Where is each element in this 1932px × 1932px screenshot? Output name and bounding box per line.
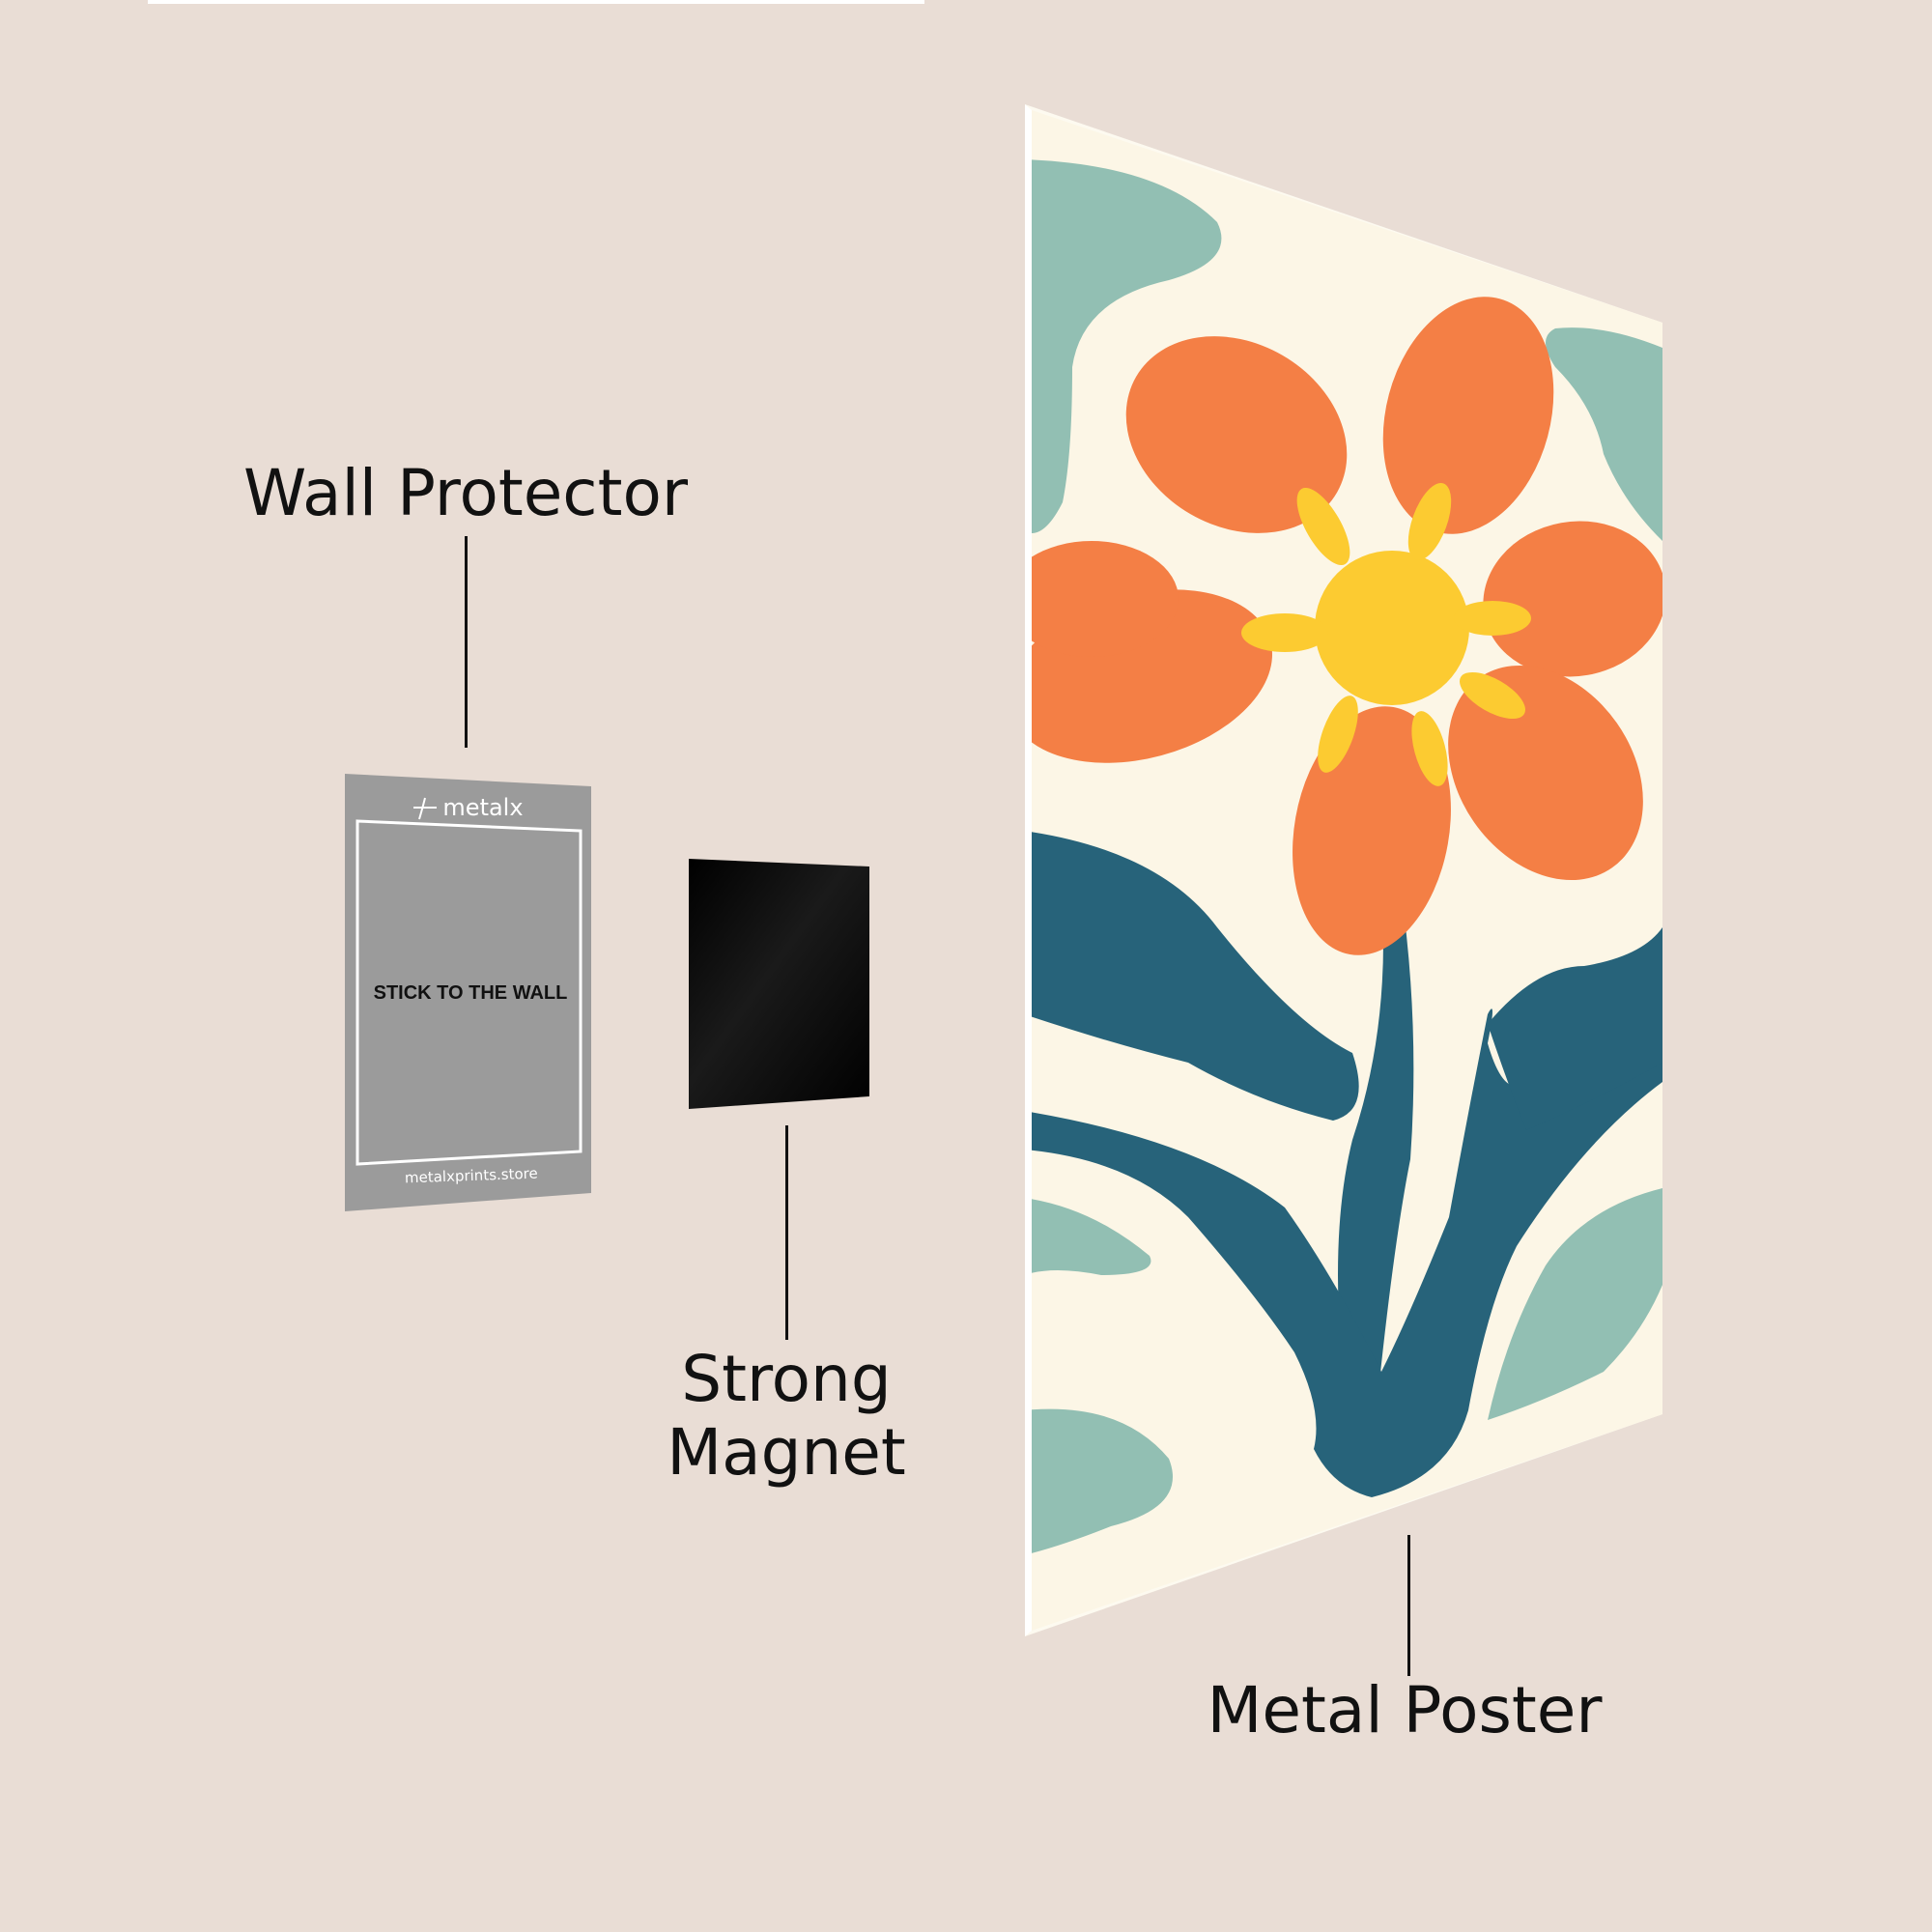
instruction-text: STICK TO THE WALL [374,982,568,1004]
strong-magnet-label: Strong Magnet [593,1343,980,1490]
metal-poster-label: Metal Poster [1207,1673,1603,1747]
strong-magnet [689,859,869,1109]
brand-logo-text: metalx [442,794,523,821]
magnet-label-line: Magnet [667,1414,906,1490]
wall-protector: metalx STICK TO THE WALL metalxprints.st… [345,774,591,1211]
metal-poster [1025,104,1662,1636]
wall-protector-label: Wall Protector [242,456,688,530]
magnet-pointer-line [785,1125,788,1340]
top-divider [148,0,924,4]
wall-protector-card [345,774,591,1211]
wall-protector-pointer-line [465,536,468,748]
metal-poster-pointer-line [1407,1535,1410,1676]
wall-protector-frame [355,819,582,1166]
website-text: metalxprints.store [405,1165,538,1187]
metalx-logo-icon [413,797,437,820]
strong-label-line: Strong [681,1342,892,1416]
